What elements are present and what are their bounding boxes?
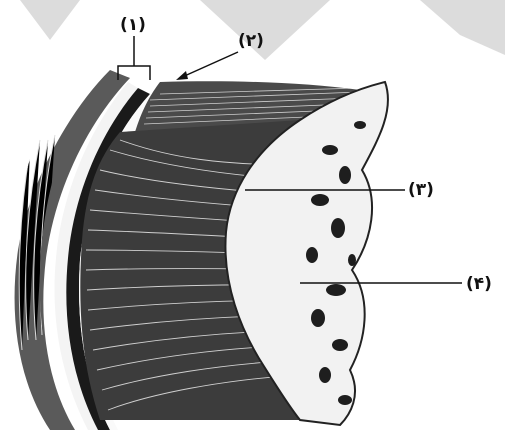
label-3: (۳) bbox=[408, 180, 434, 200]
label-1-group: (۱) bbox=[118, 15, 150, 80]
label-4: (۴) bbox=[466, 274, 492, 294]
label-1: (۱) bbox=[120, 15, 146, 35]
label-2-arrow bbox=[180, 52, 238, 78]
watermark-shapes bbox=[20, 0, 505, 60]
label-2-group: (۲) bbox=[176, 31, 264, 80]
label-2-arrowhead bbox=[176, 71, 188, 80]
label-2: (۲) bbox=[238, 31, 264, 51]
